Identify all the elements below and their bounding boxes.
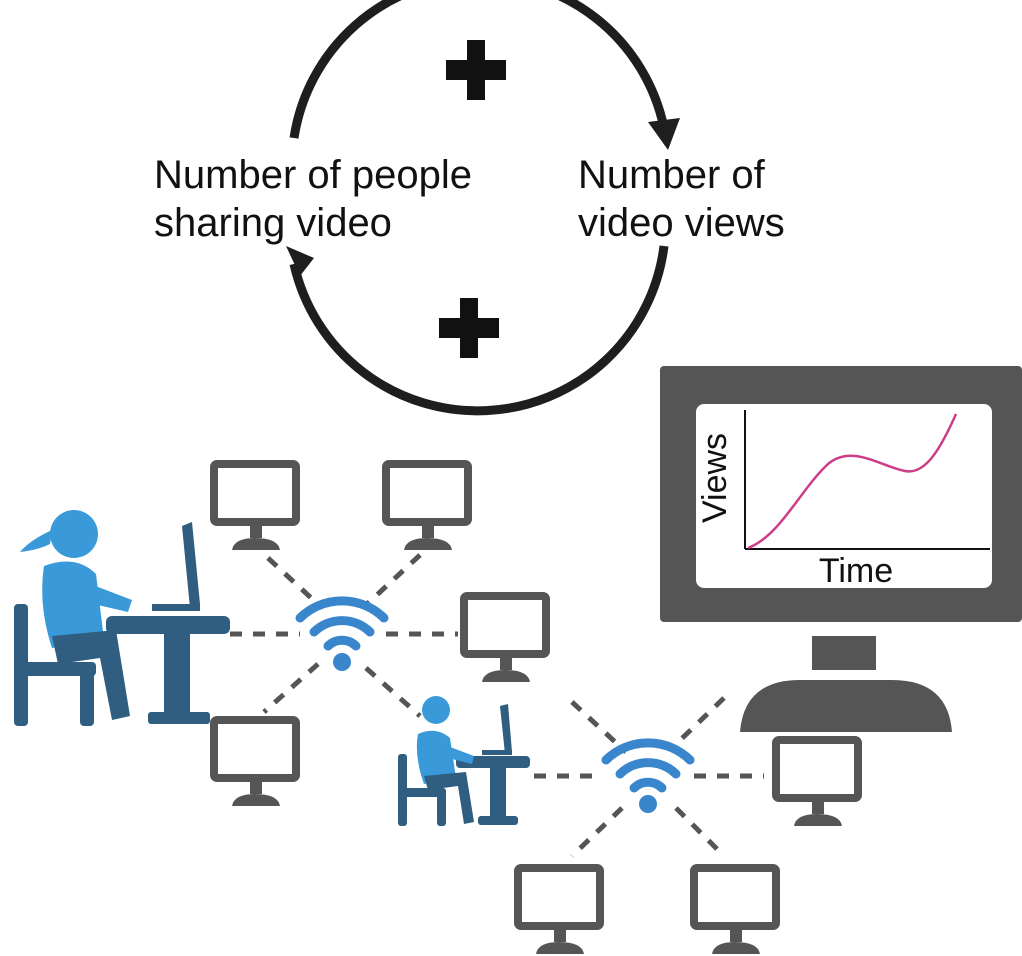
wifi-icon bbox=[606, 743, 690, 813]
loop-arrow-top bbox=[289, 0, 669, 139]
chart-y-label: Views bbox=[696, 433, 734, 523]
monitor-stand bbox=[740, 680, 952, 732]
network-connections bbox=[230, 553, 764, 858]
monitor-icon bbox=[386, 464, 468, 550]
monitor-icon bbox=[214, 464, 296, 550]
views-chart: Views Time bbox=[696, 410, 990, 590]
monitor-icon bbox=[464, 596, 546, 682]
person-at-computer-icon bbox=[398, 696, 530, 826]
plus-icon bbox=[446, 40, 506, 100]
label-video-views-line1: Number of bbox=[578, 153, 766, 197]
feedback-loop: Number of people sharing video Number of… bbox=[154, 0, 785, 416]
arrowhead-bottom-icon bbox=[286, 246, 314, 276]
monitor-neck bbox=[812, 636, 876, 670]
large-monitor: Views Time bbox=[660, 366, 1022, 732]
label-video-views: Number of video views bbox=[578, 153, 785, 245]
monitor-icon bbox=[776, 740, 858, 826]
arrowhead-top-icon bbox=[648, 118, 680, 150]
label-people-sharing: Number of people sharing video bbox=[154, 153, 483, 245]
person-at-computer-icon bbox=[14, 510, 230, 726]
monitor-screen bbox=[696, 404, 992, 588]
monitor-icon bbox=[518, 868, 600, 954]
label-people-sharing-line1: Number of people bbox=[154, 153, 472, 197]
label-people-sharing-line2: sharing video bbox=[154, 201, 392, 245]
monitor-icon bbox=[694, 868, 776, 954]
monitor-icon bbox=[214, 720, 296, 806]
views-curve bbox=[747, 413, 958, 550]
loop-arrow-bottom bbox=[289, 245, 669, 416]
label-video-views-line2: video views bbox=[578, 201, 785, 245]
chart-x-label: Time bbox=[819, 552, 893, 590]
wifi-icon bbox=[300, 601, 384, 671]
plus-icon bbox=[439, 298, 499, 358]
